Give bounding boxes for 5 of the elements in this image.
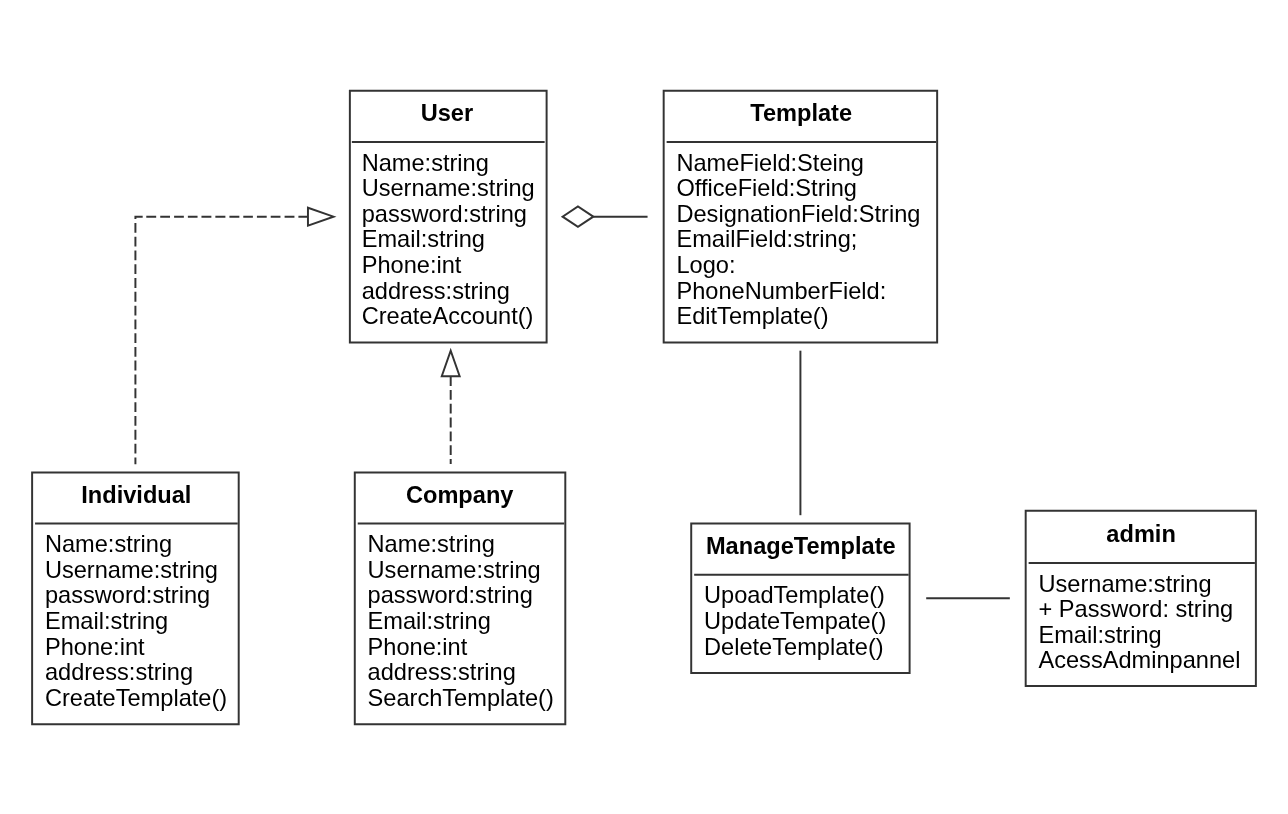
arrow [134, 205, 337, 465]
connector [799, 349, 802, 516]
connector [560, 204, 649, 228]
arrow [440, 347, 462, 465]
connector [925, 596, 1011, 599]
